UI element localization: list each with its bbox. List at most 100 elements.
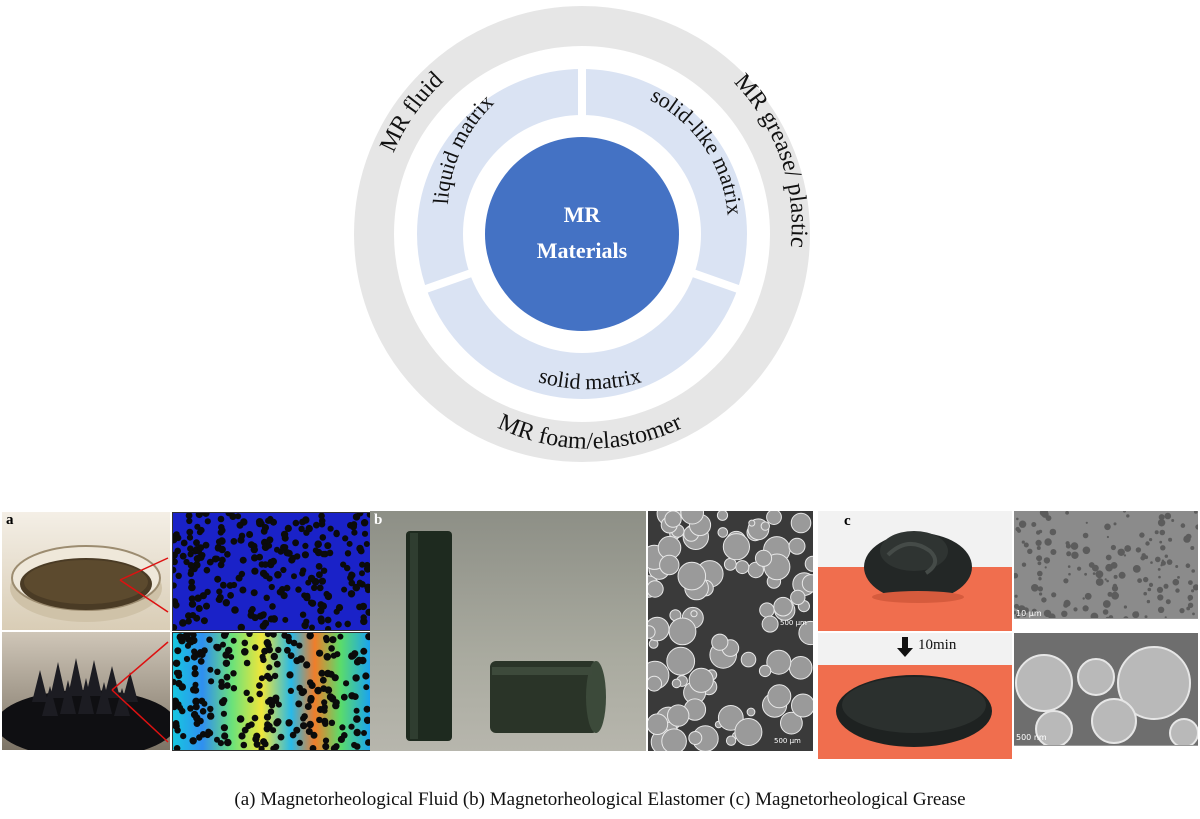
particle-dot bbox=[282, 616, 289, 623]
particle-dot bbox=[365, 739, 370, 746]
particle-dot bbox=[268, 583, 275, 591]
particle-dot bbox=[191, 665, 198, 672]
foam-pore bbox=[766, 649, 792, 675]
panel-a-fluid-dish-photo bbox=[2, 512, 170, 630]
particle-dot bbox=[333, 530, 340, 538]
particle-dot bbox=[302, 542, 309, 549]
particle-dot bbox=[247, 696, 254, 703]
panel-c-sem-image-bottom: 500 nm bbox=[1014, 633, 1198, 759]
foam-pore bbox=[761, 615, 779, 633]
particle-dot bbox=[274, 571, 282, 579]
particle-dot bbox=[289, 731, 297, 739]
surface-texture bbox=[1023, 542, 1029, 548]
particle-dot bbox=[365, 633, 370, 641]
particle-dot bbox=[342, 535, 349, 542]
particle-dot bbox=[240, 741, 248, 749]
particle-dot bbox=[321, 699, 328, 706]
particle-dot bbox=[365, 608, 370, 616]
surface-texture bbox=[1105, 554, 1112, 561]
particle-dot bbox=[249, 606, 256, 613]
surface-texture bbox=[1165, 599, 1171, 605]
particle-dot bbox=[193, 720, 201, 727]
surface-texture bbox=[1041, 597, 1047, 603]
particle-dot bbox=[352, 583, 361, 592]
particle-dot bbox=[363, 541, 370, 547]
particle-dot bbox=[199, 708, 207, 715]
particle-dot bbox=[214, 668, 221, 675]
particle-dot bbox=[299, 570, 306, 577]
surface-texture bbox=[1037, 586, 1043, 592]
particle-dot bbox=[303, 618, 310, 625]
particle-dot bbox=[271, 672, 279, 680]
particle-dot bbox=[359, 561, 366, 568]
surface-texture bbox=[1014, 572, 1019, 579]
surface-texture bbox=[1185, 563, 1191, 568]
surface-texture bbox=[1188, 598, 1191, 602]
particle-dot bbox=[207, 712, 215, 720]
particle-dot bbox=[188, 578, 195, 586]
particle-dot bbox=[314, 540, 322, 548]
particle-dot bbox=[187, 545, 194, 552]
surface-texture bbox=[1186, 535, 1190, 539]
foam-pore bbox=[740, 651, 757, 668]
particle-dot bbox=[353, 707, 360, 714]
foam-pore bbox=[804, 555, 813, 572]
particle-dot bbox=[246, 633, 253, 637]
particle-dot bbox=[262, 740, 269, 748]
surface-texture bbox=[1027, 548, 1033, 554]
surface-texture bbox=[1168, 537, 1173, 542]
particle-dot bbox=[285, 720, 292, 727]
surface-texture bbox=[1077, 566, 1082, 571]
ferrofluid-spikes-illustration bbox=[2, 641, 170, 750]
particle-dot bbox=[183, 558, 190, 566]
particle-dot bbox=[363, 716, 370, 724]
particle-dot bbox=[192, 686, 200, 694]
particle-dot bbox=[305, 524, 313, 533]
particle-dot bbox=[280, 566, 287, 574]
particle-dot bbox=[273, 660, 281, 668]
particle-dot bbox=[218, 678, 225, 686]
surface-texture bbox=[1147, 587, 1152, 592]
surface-texture bbox=[1148, 582, 1154, 587]
particle-dot bbox=[173, 703, 178, 711]
particle-dot bbox=[329, 636, 337, 644]
foam-pore bbox=[668, 617, 697, 646]
sem-info-bar bbox=[1014, 618, 1198, 631]
surface-texture bbox=[1015, 613, 1021, 619]
surface-texture bbox=[1037, 561, 1042, 566]
surface-texture bbox=[1061, 610, 1068, 617]
foam-pore bbox=[735, 560, 750, 575]
surface-texture bbox=[1154, 530, 1159, 535]
particle-dot bbox=[355, 656, 363, 664]
particle-dot bbox=[362, 672, 370, 680]
particle-dot bbox=[298, 525, 305, 533]
particle-dot bbox=[322, 737, 330, 744]
mr-materials-ring-diagram: MR Materials liquid matrix solid-like ma… bbox=[354, 6, 812, 462]
surface-texture bbox=[1143, 576, 1149, 583]
particle-dot bbox=[299, 611, 307, 618]
particle-dot bbox=[349, 523, 357, 531]
particle-dot bbox=[269, 603, 276, 610]
particle-dot bbox=[207, 705, 214, 713]
particle-dot bbox=[320, 550, 327, 558]
surface-texture bbox=[1180, 523, 1186, 528]
surface-texture bbox=[1084, 592, 1092, 600]
particle-dot bbox=[185, 513, 193, 519]
particle-dot bbox=[220, 641, 226, 648]
surface-texture bbox=[1031, 522, 1037, 527]
particle-dot bbox=[280, 530, 289, 539]
foam-pore bbox=[723, 557, 737, 571]
particle-dot bbox=[361, 530, 369, 537]
grease-spread-illustration bbox=[818, 637, 1012, 759]
particle-dot bbox=[314, 686, 322, 695]
particle-dot bbox=[328, 719, 336, 726]
particle-dot bbox=[266, 664, 273, 671]
particle-dot bbox=[174, 727, 181, 734]
particle-dot bbox=[360, 647, 368, 655]
particle-dot bbox=[330, 744, 338, 750]
iron-particle bbox=[1015, 654, 1073, 712]
particle-dot bbox=[263, 594, 270, 601]
surface-texture bbox=[1175, 565, 1179, 568]
particle-dot bbox=[309, 599, 317, 607]
particle-dot bbox=[217, 515, 225, 523]
